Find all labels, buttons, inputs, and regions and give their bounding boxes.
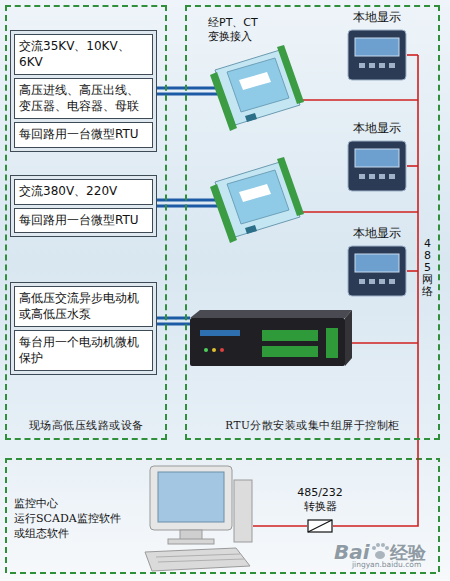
field-region: 现场高低压线路或设备 交流35KV、10KV、6KV高压进线、高压出线、变压器、电…	[5, 5, 167, 440]
rtu-device	[210, 157, 304, 243]
local-display: 本地显示	[342, 226, 412, 297]
node-text: 高低压交流异步电动机或高低压水泵	[14, 286, 153, 327]
display-button	[359, 63, 365, 68]
display-illustration	[347, 29, 407, 81]
node-text: 交流35KV、10KV、6KV	[14, 34, 153, 75]
node-text: 高压进线、高压出线、变压器、电容器、母联	[14, 78, 153, 119]
display-button	[389, 63, 395, 68]
display-button	[389, 279, 395, 284]
node-text: 每回路用一台微型RTU	[14, 208, 153, 234]
label-slot: 经PT、CT变换接入	[208, 16, 266, 45]
display-button	[369, 174, 375, 179]
rtu-region: RTU分散安装或集中组屏于控制柜本地显示本地显示本地显示	[185, 5, 440, 440]
node-text: 每回路用一台微型RTU	[14, 122, 153, 148]
display-button	[379, 279, 385, 284]
computer-illustration	[145, 466, 252, 571]
display-bezel	[348, 141, 406, 191]
rs485-wire	[407, 270, 418, 272]
watermark-paw	[385, 546, 389, 550]
computer-illustration	[158, 472, 224, 522]
monitor-center-note: 监控中心 运行SCADA监控软件 或组态软件	[14, 497, 142, 542]
display-button	[359, 279, 365, 284]
monitor-region-outline	[6, 459, 439, 573]
label-slot: 监控中心 运行SCADA监控软件 或组态软件	[14, 497, 142, 542]
display-button	[369, 63, 375, 68]
display-screen	[355, 254, 399, 272]
label-slot: 485网络	[422, 238, 433, 298]
local-display: 本地显示	[342, 121, 412, 192]
converter: 485/232 转换器	[280, 486, 360, 533]
rtu-device	[210, 45, 304, 131]
display-button	[389, 174, 395, 179]
converter-symbol	[307, 519, 333, 533]
converter-body	[308, 520, 332, 532]
display-screen	[355, 149, 399, 167]
computer-illustration	[168, 539, 214, 544]
node-text: 485/232 转换器	[290, 486, 350, 515]
rs485-wire	[345, 342, 418, 344]
region-label: RTU分散安装或集中组屏于控制柜	[187, 419, 438, 438]
motor-protection-device	[345, 310, 352, 366]
node-text: 每台用一个电动机微机保护	[14, 330, 153, 371]
motor-protection-device	[262, 346, 318, 357]
motor-protection-device	[262, 330, 318, 341]
watermark-paw	[375, 551, 385, 559]
rs485-wire	[333, 55, 418, 526]
network-label: 485网络	[422, 238, 433, 298]
motor-protection-device	[212, 348, 216, 352]
motor-protection-device	[200, 330, 240, 336]
rs485-wire	[407, 165, 418, 167]
motor-protection-device	[190, 310, 352, 366]
watermark-paw	[376, 543, 380, 547]
display-button	[359, 174, 365, 179]
display-screen	[355, 38, 399, 56]
circuit-box: 交流380V、220V 每回路用一台微型RTU	[10, 175, 157, 237]
local-display: 本地显示	[342, 10, 412, 81]
rs485-wire	[296, 211, 418, 213]
circuit-box: 交流35KV、10KV、6KV高压进线、高压出线、变压器、电容器、母联每回路用一…	[10, 30, 157, 152]
rs485-wire	[407, 54, 418, 56]
watermark-paw	[372, 546, 376, 550]
display-button	[379, 174, 385, 179]
computer-illustration	[145, 548, 250, 571]
access-note: 经PT、CT变换接入	[208, 16, 266, 45]
watermark-paw	[372, 543, 389, 559]
computer-illustration	[234, 480, 252, 542]
node-text: 交流380V、220V	[14, 179, 153, 205]
region-label: 现场高低压线路或设备	[7, 419, 165, 438]
node-text: 本地显示	[342, 121, 412, 136]
computer-illustration	[156, 554, 244, 562]
display-button	[369, 279, 375, 284]
display-bezel	[348, 246, 406, 296]
motor-protection-device	[204, 348, 208, 352]
circuit-box: 高低压交流异步电动机或高低压水泵每台用一个电动机微机保护	[10, 282, 157, 375]
converter-diagonal	[308, 520, 332, 532]
computer-illustration	[150, 466, 232, 530]
watermark-paw	[381, 543, 385, 547]
rs485-wire	[296, 99, 418, 101]
label-slot: jingyan.baidu.com	[352, 561, 421, 569]
watermark-url: jingyan.baidu.com	[352, 561, 421, 569]
display-illustration	[347, 245, 407, 297]
motor-protection-device	[326, 328, 338, 358]
display-illustration	[347, 140, 407, 192]
node-text: 本地显示	[342, 226, 412, 241]
motor-protection-device	[190, 318, 345, 366]
display-bezel	[348, 30, 406, 80]
rs485-wire	[253, 55, 418, 526]
display-button	[379, 63, 385, 68]
motor-protection-device	[220, 348, 224, 352]
rs485-wire	[253, 525, 307, 527]
node-text: 本地显示	[342, 10, 412, 25]
motor-protection-device	[190, 310, 352, 318]
